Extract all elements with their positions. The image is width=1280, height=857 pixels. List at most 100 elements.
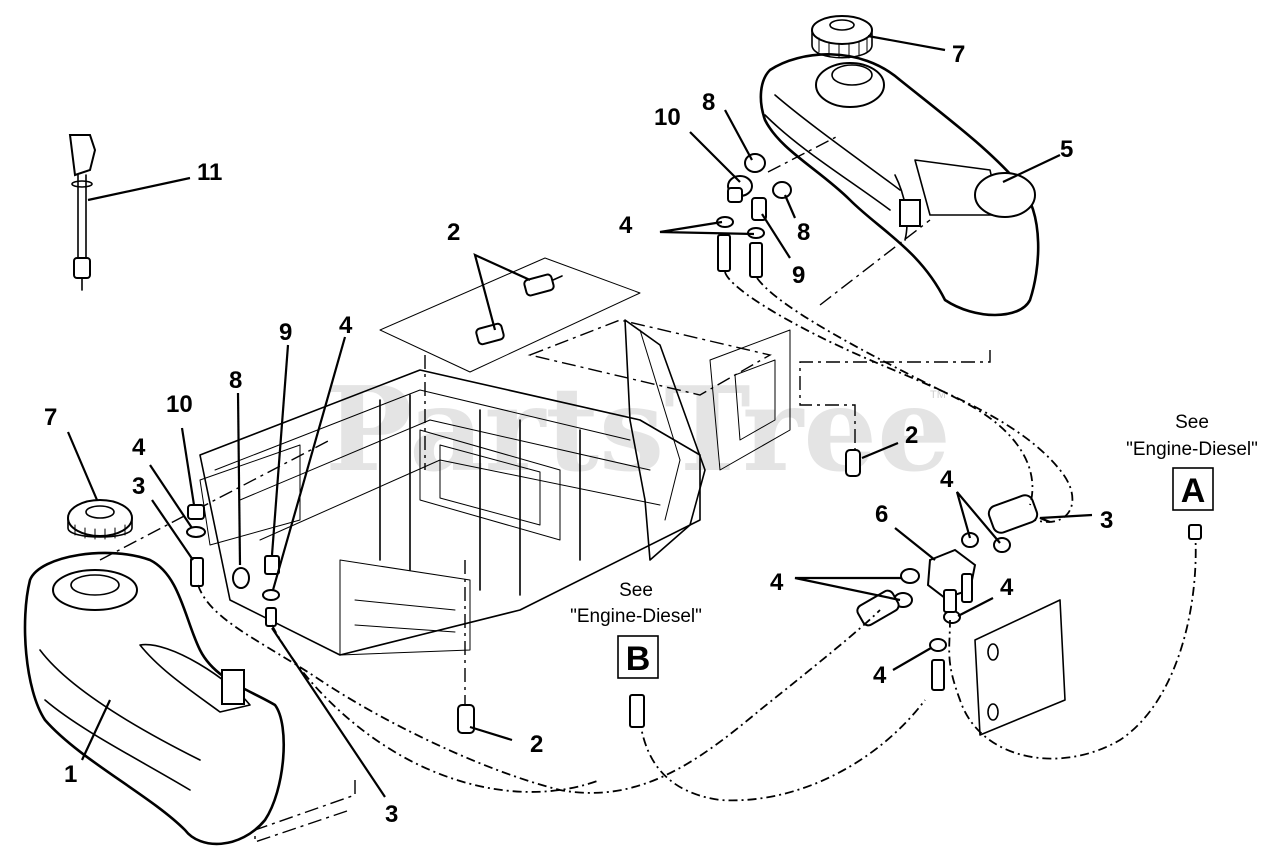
leader-3-bottom (271, 627, 386, 798)
callout-8-right-lower: 8 (797, 219, 810, 246)
assembly-line-right (799, 350, 991, 450)
callout-9-right: 9 (792, 262, 805, 289)
leader-2-top (473, 253, 531, 331)
leader-lines (66, 34, 1093, 798)
clamp-4-valve-f (929, 638, 947, 652)
fuel-hoses (197, 271, 1202, 802)
clamp-4-valve-c (961, 532, 979, 548)
tank-right-port (974, 172, 1036, 218)
leader-5 (1002, 154, 1061, 183)
reference-b-letter: B (626, 640, 651, 678)
front-bracket-lines (354, 599, 456, 633)
hose-to-engine-a (948, 529, 1197, 760)
bolt-top (523, 273, 563, 297)
callout-10-left: 10 (166, 391, 193, 418)
leader-2-bottom (469, 725, 513, 742)
frame-arm-edge (639, 329, 681, 521)
watermark-trademark: TM (930, 389, 946, 401)
watermark: PartsTree TM (325, 362, 951, 498)
leader-7-right (867, 34, 946, 52)
tank-left-tab (221, 669, 245, 705)
callout-2-bottom: 2 (530, 731, 543, 758)
callout-4-valve-left: 4 (770, 569, 784, 596)
reference-a-target: "Engine-Diesel" (1126, 439, 1258, 460)
fuel-cap-left (67, 499, 133, 540)
fitting-10-left (187, 504, 205, 520)
tank-right-tab (899, 199, 921, 227)
leader-8-left (236, 392, 242, 566)
fitting-centerline (767, 134, 841, 173)
assembly-line-tank-right (819, 219, 931, 306)
leader-4-valve-right (957, 597, 994, 617)
hose-end-b (629, 694, 645, 728)
fuel-gauge-sender (68, 134, 97, 291)
callout-2-right: 2 (905, 422, 918, 449)
hose-stub-right-b (749, 242, 763, 278)
clamp-4-valve-a (900, 568, 920, 584)
leader-10-left (180, 427, 196, 506)
watermark-text: PartsTree (325, 362, 951, 498)
callout-3-left: 3 (132, 473, 145, 500)
leader-1 (81, 699, 111, 761)
callout-7-left: 7 (44, 404, 57, 431)
mounting-plate-hole-2 (987, 703, 999, 721)
hose-to-engine-b (637, 699, 926, 802)
chassis-bracket-center (419, 429, 561, 541)
reference-a-see: See (1175, 412, 1209, 433)
leader-8-right-upper (724, 109, 753, 161)
hose-end-a (1188, 524, 1202, 540)
tank-right-contours (764, 94, 901, 211)
right-bracket (709, 329, 791, 471)
reference-b-see: See (619, 580, 653, 601)
callout-4-center: 4 (339, 312, 353, 339)
fitting-10-right-stem (727, 187, 743, 203)
reference-b: See "Engine-Diesel" B (570, 580, 702, 679)
grommet-8-right (744, 153, 766, 173)
reference-a-box (1172, 467, 1214, 511)
valve-outlet (943, 589, 957, 613)
leader-11 (87, 176, 191, 202)
leader-4-left (149, 464, 193, 529)
right-bracket-inner (734, 359, 776, 441)
callout-4-right-pair: 4 (619, 212, 633, 239)
mounting-plate (974, 599, 1066, 736)
callout-numbers: 11 7 7 10 8 8 9 4 5 2 2 2 10 4 3 8 9 4 3… (44, 41, 1113, 828)
tank-right-body (759, 53, 1040, 317)
tank-left-neck (52, 569, 138, 611)
callout-11: 11 (197, 159, 222, 186)
callout-3-bottom: 3 (385, 801, 398, 828)
hose-stub-right-a (717, 234, 731, 272)
callout-4-valve-top: 4 (940, 466, 954, 493)
chassis-rail-2 (239, 419, 651, 501)
fuel-tank-left (23, 551, 285, 846)
callout-9-left: 9 (279, 319, 292, 346)
valve-drop-hose (931, 659, 945, 691)
leader-9-right (761, 213, 791, 259)
grommet-8-right-lower (772, 181, 792, 199)
callout-1: 1 (64, 761, 77, 788)
clamp-4-left (186, 526, 206, 538)
callout-7-right: 7 (952, 41, 965, 68)
callout-2-top: 2 (447, 219, 460, 246)
fittings-left (186, 504, 280, 627)
tank-left-neck-inner (70, 574, 120, 596)
bolts (457, 273, 861, 734)
mounting-plate-hole-1 (987, 643, 999, 661)
clamp-4-center (262, 589, 280, 601)
bolt-bottom (457, 704, 475, 734)
leader-2-right (861, 441, 899, 460)
frame-plate-top (379, 257, 641, 373)
tank-centerline-left (99, 439, 331, 561)
callout-10-right: 10 (654, 104, 681, 131)
leader-9-left (270, 344, 290, 556)
valve-stem (961, 573, 973, 603)
reference-a-letter: A (1181, 472, 1206, 510)
callout-4-valve-bottom: 4 (873, 662, 887, 689)
hose-3-left (190, 557, 204, 587)
fuel-valve-assembly (856, 494, 1039, 691)
frame-plate-outline (527, 319, 772, 396)
chassis-uprights (379, 394, 581, 596)
callout-8-right-upper: 8 (702, 89, 715, 116)
callout-3-right: 3 (1100, 507, 1113, 534)
